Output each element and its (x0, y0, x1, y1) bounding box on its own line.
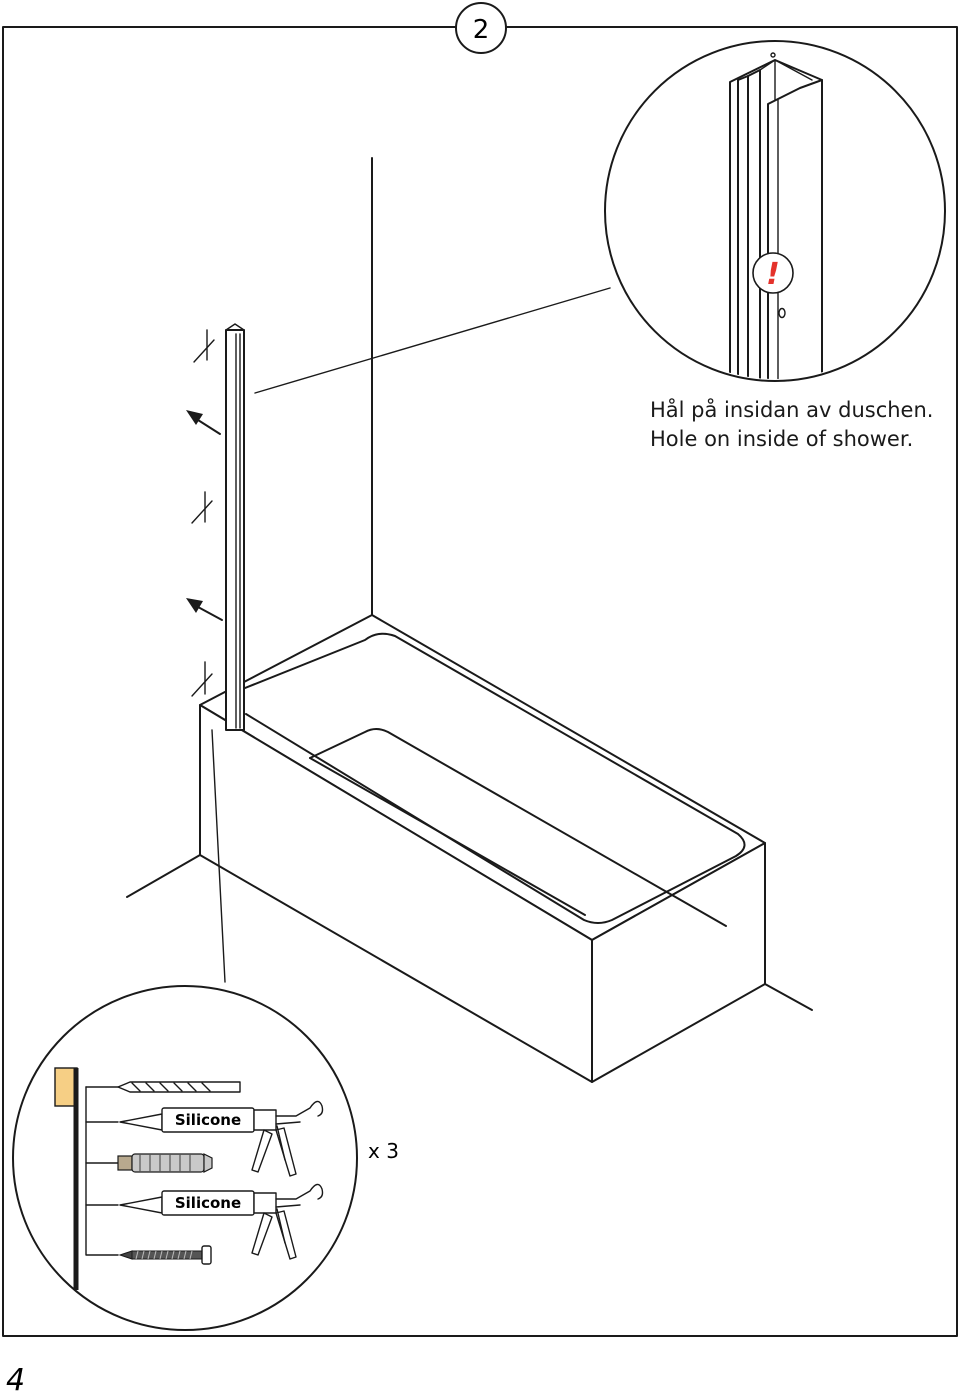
drill-bit-icon (117, 1081, 241, 1093)
quantity-label: x 3 (368, 1139, 399, 1163)
caption-swedish: Hål på insidan av duschen. (650, 397, 933, 422)
warning-symbol: ! (766, 257, 780, 292)
silicone-gun-icon: Silicone (119, 1183, 324, 1260)
drill-mark-top (193, 329, 215, 363)
step-badge: 2 (455, 2, 507, 54)
warning-icon: ! (752, 252, 794, 294)
drill-mark-middle (191, 491, 213, 524)
step-number: 2 (473, 15, 490, 45)
silicone-gun-icon: Silicone (119, 1100, 324, 1177)
hole-marker (778, 307, 786, 319)
page-number: 4 (6, 1363, 25, 1393)
arrow-icon (186, 410, 221, 435)
drill-mark-bottom (191, 661, 213, 697)
caption-english: Hole on inside of shower. (650, 427, 913, 451)
bathtub-illustration (126, 157, 813, 1083)
screw-icon (118, 1245, 212, 1265)
wall-plug-icon (117, 1153, 213, 1173)
silicone-label: Silicone (175, 1111, 241, 1129)
arrow-icon (186, 598, 223, 621)
silicone-label: Silicone (175, 1194, 241, 1212)
profile-detail-drawing (729, 52, 823, 379)
profile-detail-circle: ! (604, 40, 946, 382)
tools-detail-circle: Silicone x 3 Silicone (12, 985, 399, 1331)
